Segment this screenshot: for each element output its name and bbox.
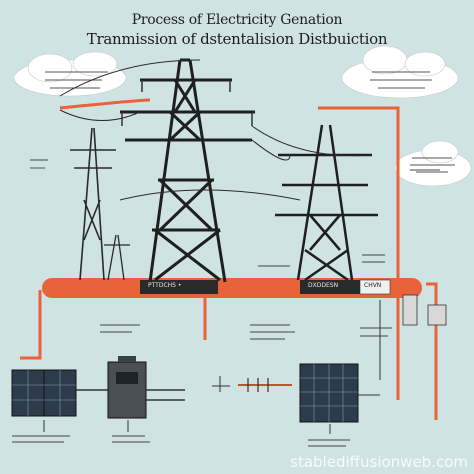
transmission-tower-icon-far [104, 234, 130, 281]
annotation-lines [12, 159, 440, 447]
solar-panel-icon-right [299, 363, 359, 423]
cloud-icon-left [13, 51, 127, 97]
bar-label-left: PTTDCHS • [148, 282, 182, 289]
transmission-tower-icon-main [120, 58, 255, 283]
insulator-icon-main [121, 80, 253, 126]
overhead-wires [59, 59, 373, 201]
distribution-bar [42, 278, 422, 298]
cloud-icon-small [394, 140, 472, 187]
ground-connections [43, 300, 381, 434]
power-cables [20, 98, 438, 420]
bar-label-tag: CHVN [364, 282, 382, 289]
insulator-icon-ground [238, 378, 292, 392]
diagram-title: Process of Electricity Genation [131, 12, 343, 28]
diagram-subtitle: Tranmission of dstentalision Distbuictio… [86, 30, 388, 48]
transmission-tower-icon-right [275, 124, 378, 282]
bar-label-right: DXDDESN [308, 282, 339, 289]
meter-icon-2 [427, 304, 447, 326]
cloud-icon-right [341, 45, 459, 99]
solar-panel-icon-left [11, 369, 77, 417]
transmission-tower-icon-left [70, 127, 116, 281]
transformer-icon [76, 356, 185, 419]
meter-icon-1 [402, 294, 418, 326]
watermark: stablediffusionweb.com [290, 453, 468, 471]
